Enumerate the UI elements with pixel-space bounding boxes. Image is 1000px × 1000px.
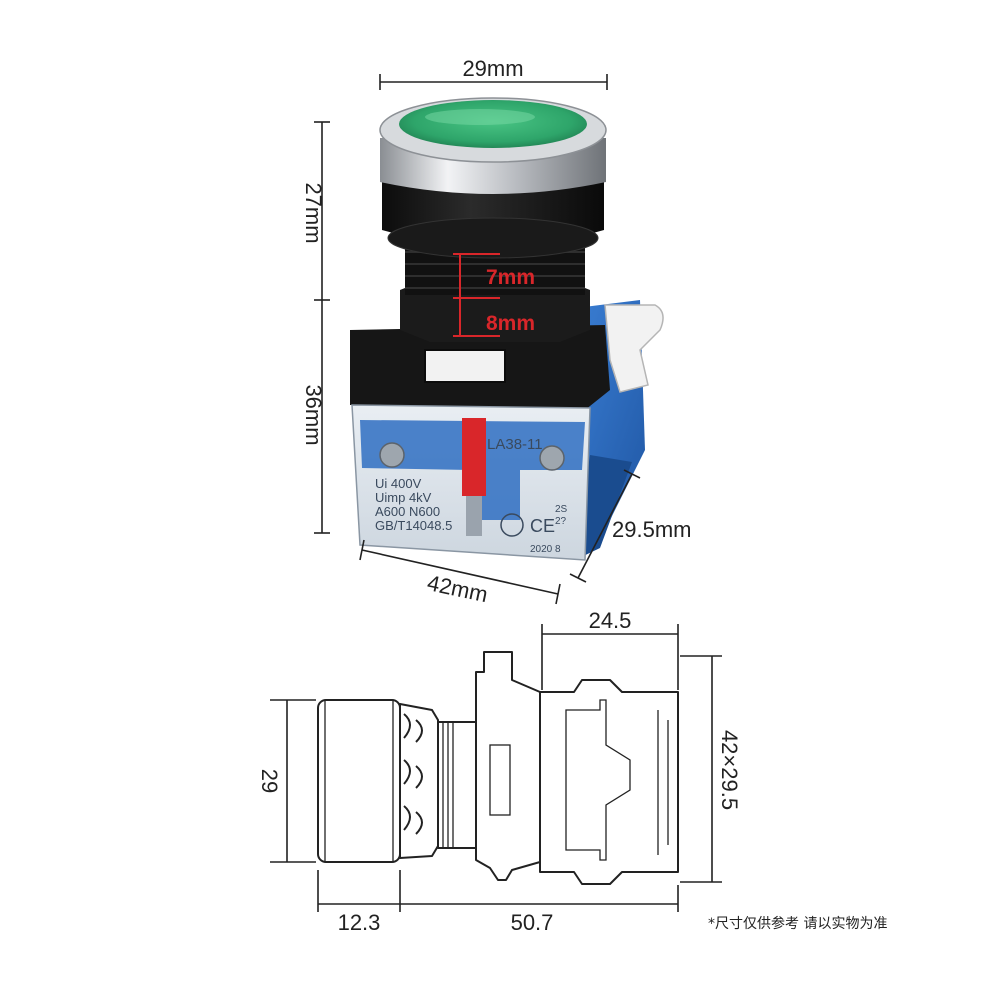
terminal-screw-left [379,442,405,468]
terminal-screw-right [539,445,565,471]
contact-spring [466,496,482,536]
red-actuator [462,418,486,496]
dim-base-width: 42mm [425,570,490,607]
marking-line-6: 2? [555,516,567,527]
marking-line-7: 2020 8 [530,544,561,555]
side-view-drawing [317,651,679,885]
blue-side-lower [575,455,632,560]
marking-line-2: Uimp 4kV [375,490,432,505]
drawing-bracket [475,651,541,881]
dim-thread-2: 8mm [486,312,535,335]
ce-mark: CE [530,516,555,536]
bracket-slot [424,349,506,383]
dim-thread-1: 7mm [486,266,535,289]
marking-line-3: A600 N600 [375,504,440,519]
drawing-dimension-lines [270,624,722,912]
bezel-knurls [403,713,423,835]
push-button-photo: LA38-11 Ui 400V Uimp 4kV A600 N600 GB/T1… [350,97,664,561]
printed-markings: LA38-11 Ui 400V Uimp 4kV A600 N600 GB/T1… [375,436,568,555]
dim-lower-height: 36mm [301,384,326,445]
dim-block-width: 24.5 [589,608,632,633]
dim-upper-height: 27mm [301,182,326,243]
green-cap-highlight [425,109,535,125]
white-side-clip [604,304,664,393]
drawing-thread [437,721,477,849]
dim-cap-depth: 12.3 [338,910,381,935]
model-label: LA38-11 [487,436,543,453]
ccc-mark [500,513,524,537]
dim-top-width: 29mm [462,56,523,81]
dim-body-size: 42×29.5 [717,730,742,810]
photo-dimension-lines [314,74,641,605]
marking-line-5: 2S [555,504,568,515]
drawing-cap [317,699,401,863]
drawing-contact-detail [565,699,631,861]
drawing-bracket-slot [489,744,511,816]
drawing-contact-block [539,679,679,885]
dim-body-depth: 50.7 [511,910,554,935]
dim-cap-height: 29 [257,769,282,793]
collar-lower-ring [387,217,599,259]
dim-depth: 29.5mm [612,517,691,542]
marking-line-4: GB/T14048.5 [375,518,452,533]
reference-note: *尺寸仅供参考 请以实物为准 [708,915,887,932]
drawing-thread-lines [442,722,454,848]
marking-line-1: Ui 400V [375,476,422,491]
